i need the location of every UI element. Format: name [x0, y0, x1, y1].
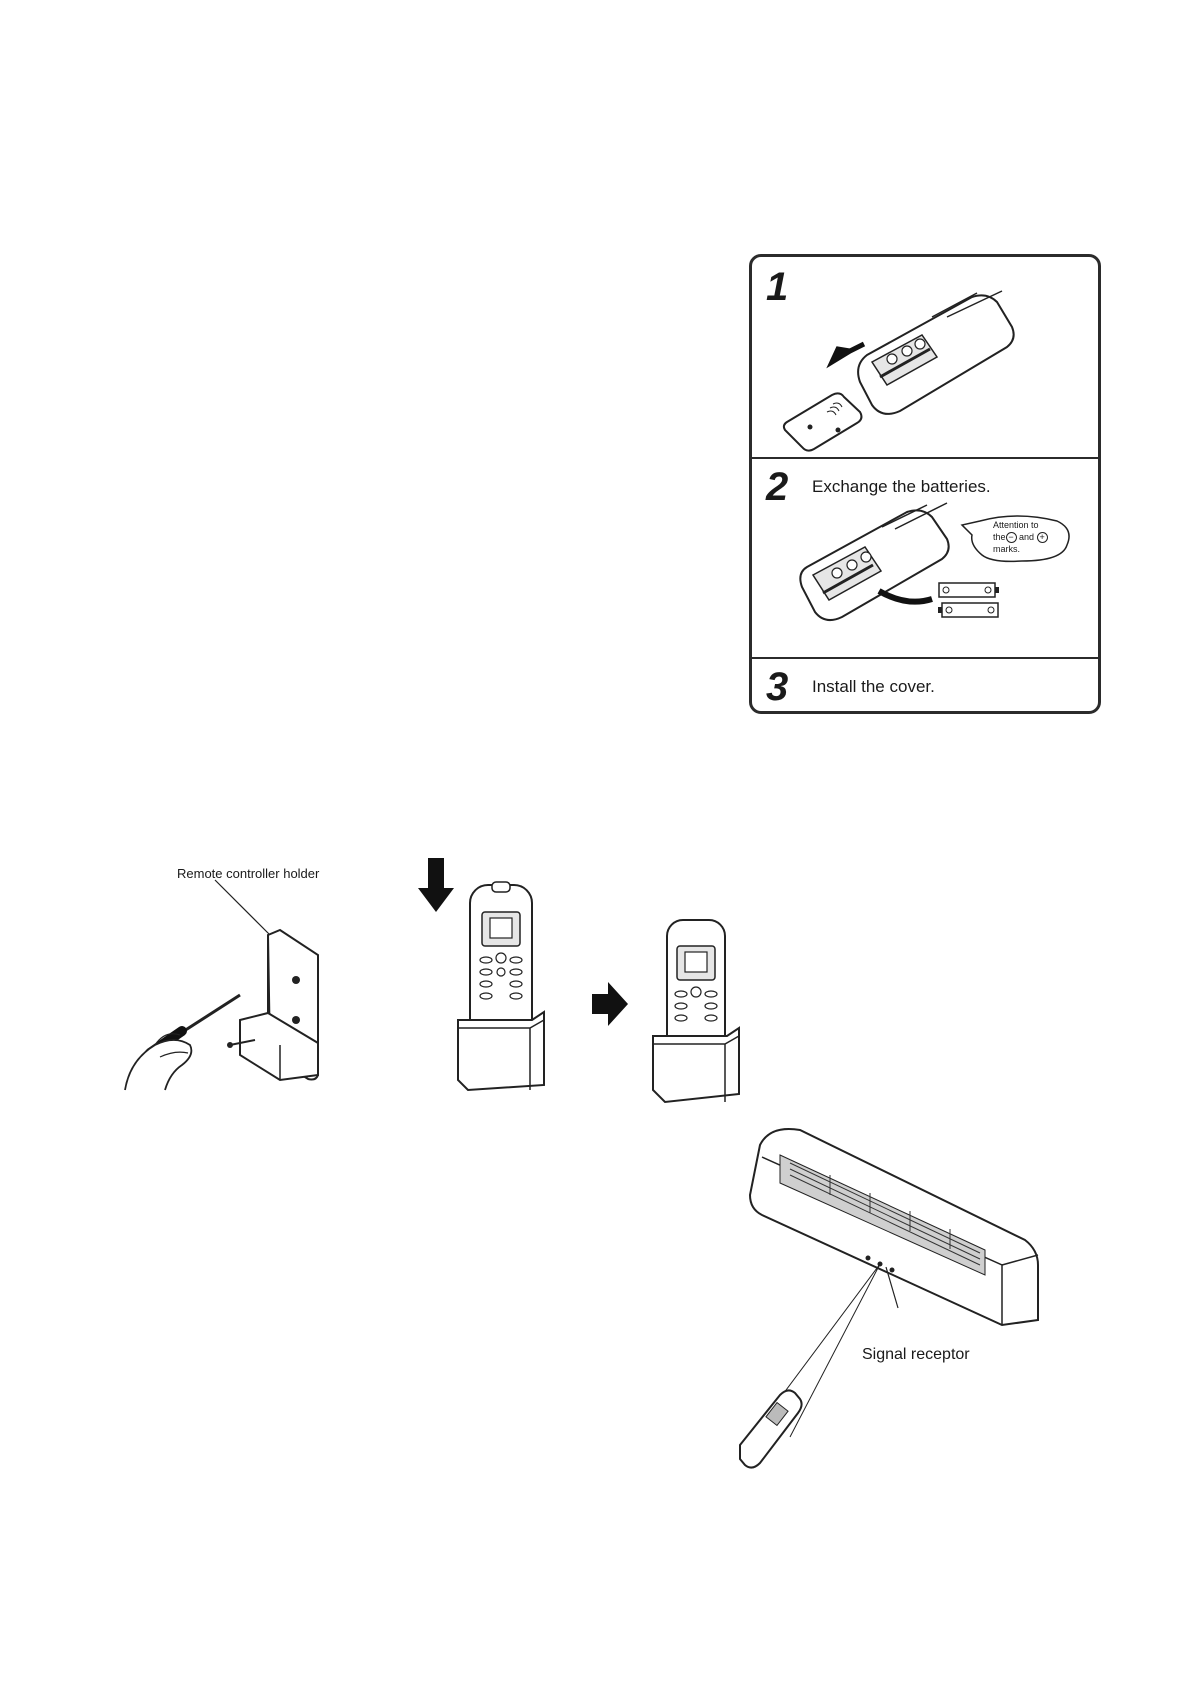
step-3-number: 3	[766, 667, 788, 707]
step-divider-2	[752, 657, 1098, 659]
step-2-number: 2	[766, 467, 788, 507]
step-divider-1	[752, 457, 1098, 459]
polarity-note-line1: Attention to	[993, 520, 1039, 531]
polarity-note-and: and	[1019, 532, 1034, 542]
polarity-note-line3: marks.	[993, 544, 1020, 555]
remote-in-holder-illustration	[645, 918, 745, 1102]
remote-insert-illustration	[450, 880, 550, 1090]
polarity-note-the: the	[993, 532, 1006, 542]
remove-cover-illustration	[772, 287, 1072, 457]
signal-receptor-label: Signal receptor	[862, 1346, 970, 1364]
minus-icon: −	[1006, 532, 1017, 543]
battery-steps-panel: 1 2 Exchange the batteries.	[749, 254, 1101, 714]
step-2-text: Exchange the batteries.	[812, 477, 991, 497]
arrow-right-icon	[592, 982, 628, 1026]
arrow-down-icon	[418, 858, 454, 912]
plus-icon: +	[1037, 532, 1048, 543]
polarity-note-line2: the− and +	[993, 532, 1048, 543]
step-3-text: Install the cover.	[812, 677, 935, 697]
indoor-unit-illustration	[740, 1125, 1040, 1465]
holder-mounting-illustration	[120, 875, 340, 1095]
